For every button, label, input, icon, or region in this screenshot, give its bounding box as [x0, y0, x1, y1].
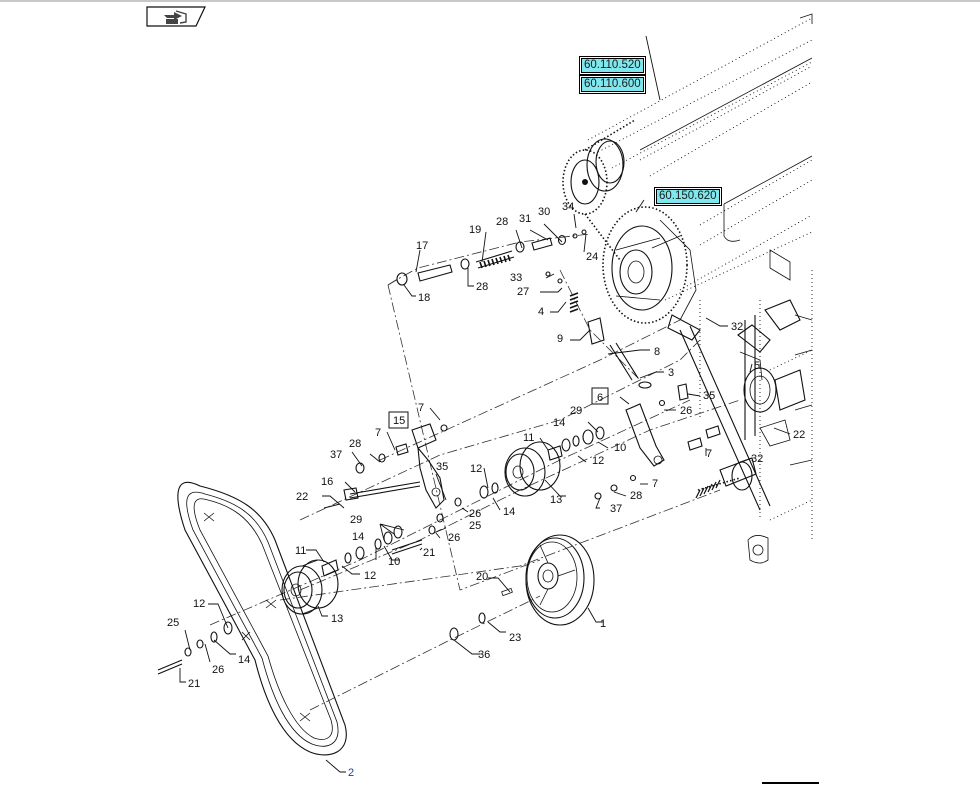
callout-16: 16	[321, 476, 333, 488]
callout-12-d: 12	[193, 598, 205, 610]
tensioner-assembly	[679, 299, 813, 511]
callout-18: 18	[418, 292, 430, 304]
callout-3: 3	[668, 367, 674, 379]
callout-25-b: 25	[469, 520, 481, 532]
hand-pointer-back-icon	[164, 10, 187, 24]
callout-14-d: 14	[238, 654, 250, 666]
callout-28-b: 28	[476, 281, 488, 293]
callout-13-b: 13	[331, 613, 343, 625]
callout-7-c: 7	[706, 448, 712, 460]
callout-9: 9	[557, 333, 563, 345]
main-pulley	[501, 534, 595, 626]
leader-lines	[179, 35, 791, 773]
callout-20: 20	[476, 571, 488, 583]
callout-11-b: 11	[295, 545, 306, 557]
callout-26-b: 26	[469, 508, 481, 520]
callout-14-b: 14	[503, 506, 515, 518]
callout-23: 23	[509, 632, 521, 644]
callout-14-a: 14	[553, 417, 565, 429]
callout-26-a: 26	[680, 405, 692, 417]
callout-6: 6	[597, 392, 603, 404]
callout-26-d: 26	[212, 664, 224, 676]
callout-28-a: 28	[496, 216, 508, 228]
callout-7-a: 7	[418, 402, 424, 414]
callout-21-a: 21	[423, 547, 435, 559]
ref-link-60-110-520[interactable]: 60.110.520	[579, 56, 646, 75]
callout-12-a: 12	[470, 463, 482, 475]
callout-26-c: 26	[448, 532, 460, 544]
back-button[interactable]	[146, 6, 206, 27]
callout-21-b: 21	[188, 678, 200, 690]
callout-1: 1	[600, 618, 606, 630]
callout-30: 30	[538, 206, 550, 218]
ref-link-60-110-600[interactable]: 60.110.600	[579, 75, 646, 94]
callout-7-b: 7	[375, 427, 381, 439]
callout-7-d: 7	[652, 478, 658, 490]
callout-19: 19	[469, 224, 481, 236]
callout-32-a: 32	[731, 321, 743, 333]
callout-2[interactable]: 2	[348, 767, 354, 779]
callout-13-a: 13	[550, 494, 562, 506]
callout-8: 8	[654, 346, 660, 358]
callout-15: 15	[393, 415, 405, 427]
belt	[177, 481, 347, 756]
callout-25-a: 25	[167, 617, 179, 629]
machine-frame	[587, 13, 813, 564]
callout-27: 27	[517, 286, 529, 298]
callout-29-a: 29	[570, 405, 582, 417]
callout-37-b: 37	[610, 503, 622, 515]
callout-22-b: 22	[793, 429, 805, 441]
scale-bar	[762, 782, 819, 784]
callout-17: 17	[416, 240, 428, 252]
callout-34: 34	[562, 201, 574, 213]
drive-sprocket	[562, 119, 701, 341]
callout-28-d: 28	[630, 490, 642, 502]
callout-35-a: 35	[703, 390, 715, 402]
callout-5: 5	[754, 360, 760, 372]
top-divider	[0, 0, 980, 2]
callout-12-b: 12	[592, 455, 604, 467]
callout-10-b: 10	[388, 556, 400, 568]
ref-link-60-150-620[interactable]: 60.150.620	[654, 187, 722, 206]
callout-32-b: 32	[751, 453, 763, 465]
callout-numbers: 1 2 3 4 5 6 7 7 7 7 8 9 10 10 11 11 12 1…	[167, 201, 805, 779]
callout-box-6	[591, 387, 609, 405]
callout-24: 24	[586, 251, 598, 263]
callout-4: 4	[538, 306, 544, 318]
callout-31: 31	[519, 213, 531, 225]
callout-37-a: 37	[330, 449, 342, 461]
callout-10-a: 10	[614, 442, 626, 454]
callout-36: 36	[478, 649, 490, 661]
callout-33: 33	[510, 272, 522, 284]
hardware-parts	[157, 229, 721, 675]
callout-11-a: 11	[523, 432, 534, 444]
callout-28-c: 28	[349, 438, 361, 450]
callout-14-c: 14	[352, 531, 364, 543]
callout-35-b: 35	[436, 461, 448, 473]
callout-29-b: 29	[350, 514, 362, 526]
idler-pulley-lower	[281, 559, 339, 615]
callout-12-c: 12	[364, 570, 376, 582]
callout-22-a: 22	[296, 491, 308, 503]
callout-box-15	[388, 411, 409, 429]
idler-pulley-upper	[504, 441, 561, 497]
